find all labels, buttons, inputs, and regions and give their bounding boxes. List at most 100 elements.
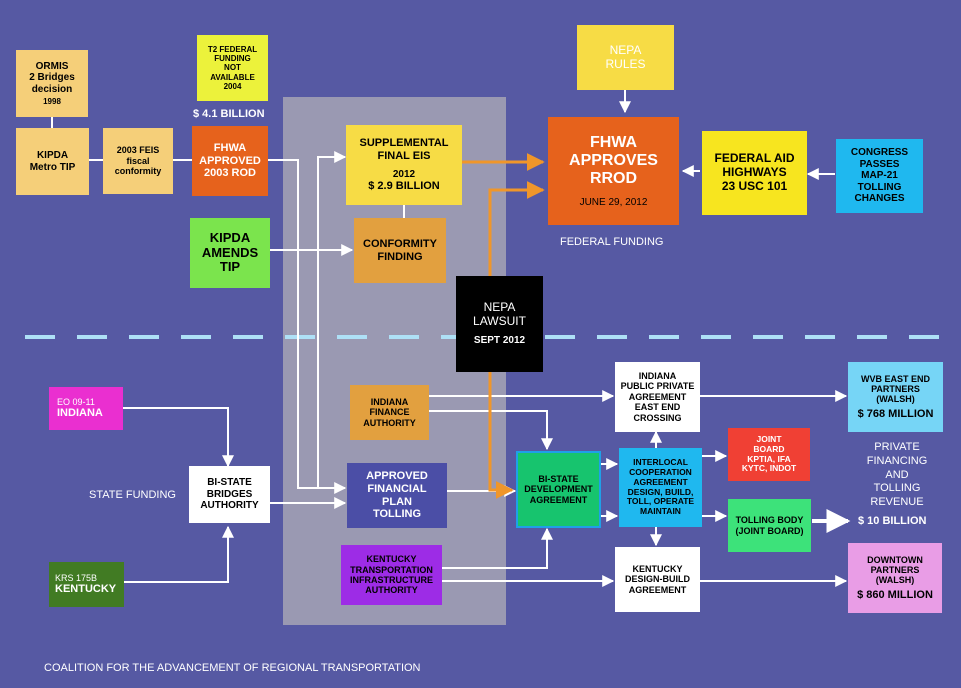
wvb-line3: (WALSH)	[876, 394, 915, 405]
kipda-metro-tip-box: KIPDA Metro TIP	[16, 128, 89, 195]
interlocal-line5: TOLL, OPERATE	[626, 496, 695, 507]
private-line5: REVENUE	[870, 496, 924, 508]
tolling-body-line1: TOLLING BODY	[735, 515, 804, 526]
ky-db-line1: KENTUCKY	[632, 563, 683, 574]
federal-funding-label: FEDERAL FUNDING	[560, 236, 664, 248]
federal-aid-line1: FEDERAL AID	[714, 151, 795, 166]
t2-line5: 2004	[223, 81, 242, 91]
interlocal-line3: AGREEMENT	[633, 476, 688, 487]
wvb-line1: WVB EAST END	[860, 373, 930, 384]
kipda-amends-box: KIPDA AMENDS TIP	[190, 218, 270, 288]
ormis-line2: 2 Bridges	[29, 72, 75, 84]
downtown-line3: (WALSH)	[875, 575, 915, 586]
indiana-ppa-line3: AGREEMENT	[628, 391, 687, 402]
interlocal-line2: COOPERATION	[629, 466, 692, 477]
interlocal-line1: INTERLOCAL	[633, 457, 688, 468]
downtown-amount: $ 860 MILLION	[857, 588, 933, 601]
ormis-box: ORMIS 2 Bridges decision 1998	[16, 50, 88, 117]
krs-line1: KRS 175B	[55, 573, 98, 583]
joint-board-box: JOINT BOARD KPTIA, IFA KYTC, INDOT	[728, 428, 810, 481]
wvb-partners-box: WVB EAST END PARTNERS (WALSH) $ 768 MILL…	[848, 362, 943, 432]
eo-indiana-box: EO 09-11 INDIANA	[49, 387, 123, 430]
joint-board-line1: JOINT	[756, 433, 782, 444]
joint-board-line2: BOARD	[753, 443, 785, 454]
fhwa-rrod-box: FHWA APPROVES RROD JUNE 29, 2012	[548, 117, 679, 225]
nepa-lawsuit-line1: NEPA	[483, 300, 516, 315]
feis-line1: 2003 FEIS	[116, 145, 160, 156]
indiana-ppa-line1: INDIANA	[638, 371, 677, 382]
indiana-ppa-line5: CROSSING	[633, 412, 682, 423]
joint-board-line4: KYTC, INDOT	[741, 463, 797, 474]
downtown-line1: DOWNTOWN	[867, 554, 923, 565]
t2-line4: AVAILABLE	[210, 72, 255, 82]
nepa-lawsuit-date: SEPT 2012	[473, 335, 526, 347]
supplemental-amount: $ 2.9 BILLION	[368, 180, 440, 193]
interlocal-line4: DESIGN, BUILD,	[627, 486, 694, 497]
private-financing-label: PRIVATE FINANCING AND TOLLING REVENUE	[862, 441, 932, 510]
fhwa-rod-line2: APPROVED	[199, 154, 261, 167]
bi-state-bridges-box: BI-STATE BRIDGES AUTHORITY	[189, 466, 270, 523]
private-line2: FINANCING	[866, 454, 928, 467]
ormis-title: ORMIS	[35, 60, 69, 72]
indiana-finance-line1: INDIANA	[370, 396, 409, 407]
conformity-line1: CONFORMITY	[363, 237, 437, 250]
downtown-partners-box: DOWNTOWN PARTNERS (WALSH) $ 860 MILLION	[848, 543, 942, 613]
congress-line3: MAP-21	[861, 170, 898, 182]
nepa-lawsuit-box: NEPA LAWSUIT SEPT 2012	[456, 276, 543, 372]
private-line1: PRIVATE	[874, 441, 920, 453]
fhwa-rrod-line2: APPROVES	[569, 152, 658, 170]
approved-financial-plan-box: APPROVED FINANCIAL PLAN TOLLING	[347, 463, 447, 528]
indiana-ppa-line2: PUBLIC PRIVATE	[620, 381, 695, 392]
krs-line2: KENTUCKY	[55, 583, 117, 596]
feis-line3: conformity	[114, 166, 162, 177]
nepa-rules-line1: NEPA	[609, 42, 642, 57]
footer-text: COALITION FOR THE ADVANCEMENT OF REGIONA…	[44, 662, 421, 674]
indiana-finance-box: INDIANA FINANCE AUTHORITY	[350, 385, 429, 440]
joint-board-line3: KPTIA, IFA	[747, 453, 791, 464]
wvb-amount: $ 768 MILLION	[857, 407, 934, 420]
kytc-line4: AUTHORITY	[365, 585, 418, 596]
kytc-line1: KENTUCKY	[366, 554, 417, 565]
kipda-amends-line1: KIPDA	[209, 229, 251, 245]
conformity-finding-box: CONFORMITY FINDING	[354, 218, 446, 283]
t2-line3: NOT	[224, 63, 241, 73]
supplemental-eis-box: SUPPLEMENTAL FINAL EIS 2012 $ 2.9 BILLIO…	[346, 125, 462, 205]
supplemental-line2: FINAL EIS	[377, 149, 431, 162]
fhwa-rrod-line3: RROD	[589, 170, 638, 188]
t2-funding-box: T2 FEDERAL FUNDING NOT AVAILABLE 2004	[197, 35, 268, 101]
downtown-line2: PARTNERS	[870, 565, 920, 575]
indiana-ppa-line4: EAST END	[634, 402, 681, 413]
kipda-amends-line3: TIP	[219, 259, 241, 275]
ky-db-line2: DESIGN-BUILD	[625, 574, 690, 585]
fhwa-rod-line1: FHWA	[213, 142, 247, 155]
congress-line1: CONGRESS	[850, 147, 909, 159]
bi-state-dev-line2: DEVELOPMENT	[524, 484, 593, 495]
federal-aid-line3: 23 USC 101	[721, 178, 788, 193]
kipda-metro-line1: KIPDA	[36, 150, 69, 161]
indiana-finance-line3: AUTHORITY	[363, 417, 416, 428]
fhwa-rrod-date: JUNE 29, 2012	[579, 196, 648, 208]
fhwa-rrod-line1: FHWA	[589, 133, 638, 151]
approved-plan-line2: FINANCIAL	[367, 482, 427, 495]
kipda-metro-line2: Metro TIP	[29, 161, 76, 173]
conformity-line2: FINDING	[377, 250, 423, 263]
nepa-lawsuit-line2: LAWSUIT	[473, 314, 526, 329]
approved-plan-line3: PLAN	[382, 495, 412, 508]
kytc-line3: INFRASTRUCTURE	[350, 575, 433, 585]
feis-box: 2003 FEIS fiscal conformity	[103, 128, 173, 194]
kytc-line2: TRANSPORTATION	[350, 564, 433, 575]
kytc-authority-box: KENTUCKY TRANSPORTATION INFRASTRUCTURE A…	[341, 545, 442, 605]
bi-state-bridges-line1: BI-STATE	[207, 477, 252, 489]
supplemental-line1: SUPPLEMENTAL	[359, 137, 449, 150]
tolling-body-line2: (JOINT BOARD)	[735, 525, 804, 536]
private-line4: TOLLING	[873, 482, 921, 495]
ten-billion-label: $ 10 BILLION	[858, 515, 927, 527]
nepa-rules-line2: RULES	[605, 56, 646, 71]
t2-line1: T2 FEDERAL	[207, 45, 258, 55]
federal-aid-line2: HIGHWAYS	[722, 165, 787, 180]
approved-plan-line4: TOLLING	[372, 508, 422, 521]
bi-state-bridges-line2: BRIDGES	[206, 488, 253, 500]
private-line3: AND	[885, 468, 909, 481]
congress-box: CONGRESS PASSES MAP-21 TOLLING CHANGES	[836, 139, 923, 213]
